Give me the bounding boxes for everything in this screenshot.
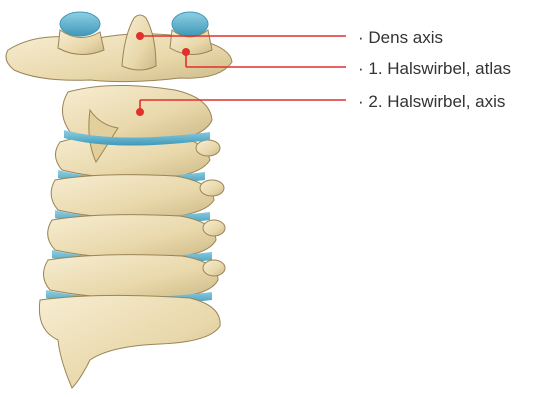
vertebra-atlas xyxy=(6,12,232,82)
pointer-dot-icon xyxy=(137,109,143,115)
vertebra-c6 xyxy=(43,255,218,299)
dens-axis-process xyxy=(122,15,156,70)
vertebra-c5 xyxy=(48,215,216,259)
pointer-dot-icon xyxy=(137,33,143,39)
vertebra-c4 xyxy=(51,175,214,219)
vertebra-c7 xyxy=(39,295,220,388)
label-dens-axis: · Dens axis xyxy=(358,28,443,48)
pointer-dot-icon xyxy=(183,49,189,55)
atlas-facet-left xyxy=(60,12,100,36)
label-atlas: · 1. Halswirbel, atlas xyxy=(358,59,511,79)
label-axis: · 2. Halswirbel, axis xyxy=(358,92,505,112)
atlas-facet-right xyxy=(172,12,208,36)
